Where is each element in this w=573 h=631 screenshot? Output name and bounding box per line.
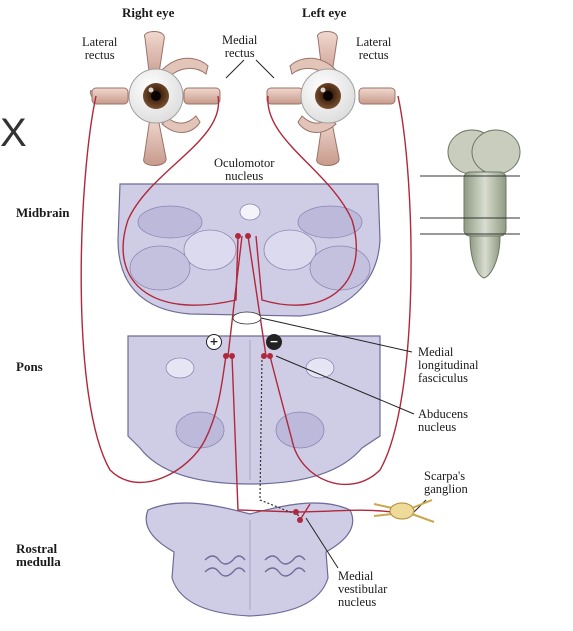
brainstem-icon (420, 129, 521, 279)
left-eye-label: Left eye (302, 5, 347, 20)
ganglion-icon (373, 499, 435, 523)
oculomotor-nucleus-label: Oculomotor nucleus (214, 156, 275, 183)
lateral-rectus-right-label: Lateral rectus (82, 35, 118, 62)
medulla-section (145, 502, 354, 617)
midbrain-section (117, 183, 381, 317)
medial-rectus-label: Medial rectus (222, 33, 258, 60)
medial-rectus-leader (225, 59, 275, 79)
scarpas-ganglion-label: Scarpa's ganglion (424, 469, 468, 496)
left-eye-icon (266, 31, 396, 166)
excitatory-pathways (80, 95, 412, 521)
lateral-rectus-left-label: Lateral rectus (356, 35, 392, 62)
mlf-label: Medial longitudinal fasciculus (418, 345, 479, 385)
inhibitory-sign: − (266, 334, 282, 350)
cropped-letter: X (0, 111, 27, 155)
pons-label: Pons (16, 359, 43, 374)
medial-vestibular-nucleus-label: Medial vestibular nucleus (338, 569, 388, 609)
leader-lines (260, 317, 427, 569)
inhibitory-pathway (259, 355, 301, 517)
midbrain-label: Midbrain (16, 205, 70, 220)
abducens-nucleus-label: Abducens nucleus (418, 407, 468, 434)
nuclei-dots (223, 233, 303, 523)
right-eye-label: Right eye (122, 5, 175, 20)
mlf-marker (232, 311, 262, 325)
excitatory-sign: + (206, 334, 222, 350)
rostral-medulla-label: Rostral medulla (16, 541, 61, 569)
pons-section (127, 335, 381, 485)
right-eye-icon (89, 31, 221, 166)
